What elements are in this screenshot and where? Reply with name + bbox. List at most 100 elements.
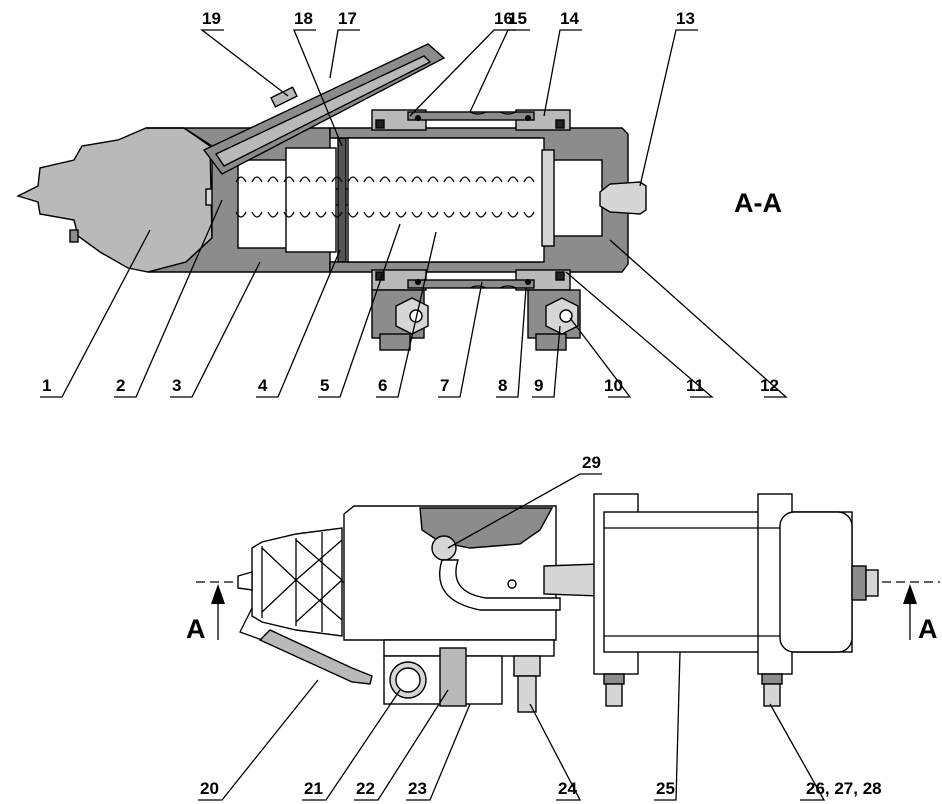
air-inlet-nut [865,569,879,597]
callout-5: 5 [320,376,329,395]
callout-2: 2 [116,376,125,395]
spring-coil [523,211,535,218]
spring-coil [395,211,407,218]
spring-coil [347,211,359,218]
spring-coil [251,176,263,183]
spring-coil [379,176,391,183]
spring-coil [331,176,343,183]
mount-block-right [527,289,581,351]
end-cap [779,511,853,653]
spring-coil [443,176,455,183]
callout-4: 4 [258,376,268,395]
return-spring [235,176,535,218]
callout-25: 25 [656,779,675,798]
callout-9: 9 [534,376,543,395]
spring-coil [283,211,295,218]
callout-19: 19 [202,9,221,28]
spring-coil [315,211,327,218]
callout-1: 1 [42,376,51,395]
piston-disc [337,137,347,263]
front-housing-step [285,147,337,253]
spring-coil [363,211,375,218]
lower-block [383,639,555,657]
foot-right [761,673,783,707]
callout-22: 22 [356,779,375,798]
spring-coil [507,211,519,218]
bottom-leaders [198,473,826,801]
spring-coil [443,211,455,218]
fitting-24-top [513,655,541,677]
air-fitting [599,181,647,215]
section-arrow-right: A [903,584,938,644]
cylinder-bore [347,137,545,263]
spring-coil [331,211,343,218]
exterior-view: A A 20 21 22 23 24 25 26, 27, 28 29 [186,453,940,801]
mount-block-left [371,289,429,351]
spring-coil [459,211,471,218]
nose-cage [237,527,373,685]
housing-window [419,507,554,549]
spring-coil [459,176,471,183]
spring-coil [235,211,247,218]
mandrel-stop [541,149,555,247]
section-arrow-left: A [186,584,225,644]
callout-20: 20 [200,779,219,798]
callout-3: 3 [172,376,181,395]
port-21-inner [395,667,421,693]
spring-coil [475,176,487,183]
spring-coil [427,176,439,183]
top-callout-labels: 1 2 3 4 5 6 7 8 9 10 11 12 13 14 15 16 1… [42,9,779,395]
callout-11: 11 [686,376,704,395]
spring-coil [379,211,391,218]
callout-6: 6 [378,376,387,395]
foot-left [603,673,625,707]
spring-coil [411,176,423,183]
outer-tube-lower [407,279,535,289]
spring-coil [475,211,487,218]
callout-7: 7 [440,376,449,395]
bottom-callout-labels: 20 21 22 23 24 25 26, 27, 28 29 [200,453,882,798]
section-view-a-a: A-A 1 2 3 4 5 [16,9,788,398]
callout-15: 15 [508,9,527,28]
section-mark-left: A [186,614,206,644]
spring-coil [267,176,279,183]
spring-coil [283,176,295,183]
callout-24: 24 [558,779,577,798]
spring-coil [523,176,535,183]
callout-13: 13 [676,9,695,28]
callout-17: 17 [338,9,357,28]
section-mark-right: A [918,614,938,644]
fitting-24 [517,675,537,713]
o-ring-seals [375,111,565,289]
air-inlet [851,565,867,601]
trigger [270,86,298,108]
callout-21: 21 [304,779,323,798]
spring-coil [267,211,279,218]
spring-coil [427,211,439,218]
spring-coil [395,176,407,183]
section-title: A-A [734,188,782,218]
yoke-pin [507,579,517,589]
nosepiece [16,127,213,273]
callout-18: 18 [294,9,313,28]
callout-16: 16 [494,9,513,28]
spring-coil [491,211,503,218]
spring-coil [299,211,311,218]
nosepiece-ring [69,229,79,243]
outer-tube-upper [407,111,535,121]
top-leaders [40,29,788,398]
callout-23: 23 [408,779,427,798]
callout-26-27-28: 26, 27, 28 [806,779,882,798]
spring-coil [251,211,263,218]
spring-coil [299,176,311,183]
spring-coil [347,176,359,183]
spring-coil [491,176,503,183]
spring-coil [315,176,327,183]
spring-coil [411,211,423,218]
spring-coil [507,176,519,183]
handle-inner [214,55,432,167]
pin-head [431,535,457,561]
spring-coil [235,176,247,183]
callout-8: 8 [498,376,507,395]
